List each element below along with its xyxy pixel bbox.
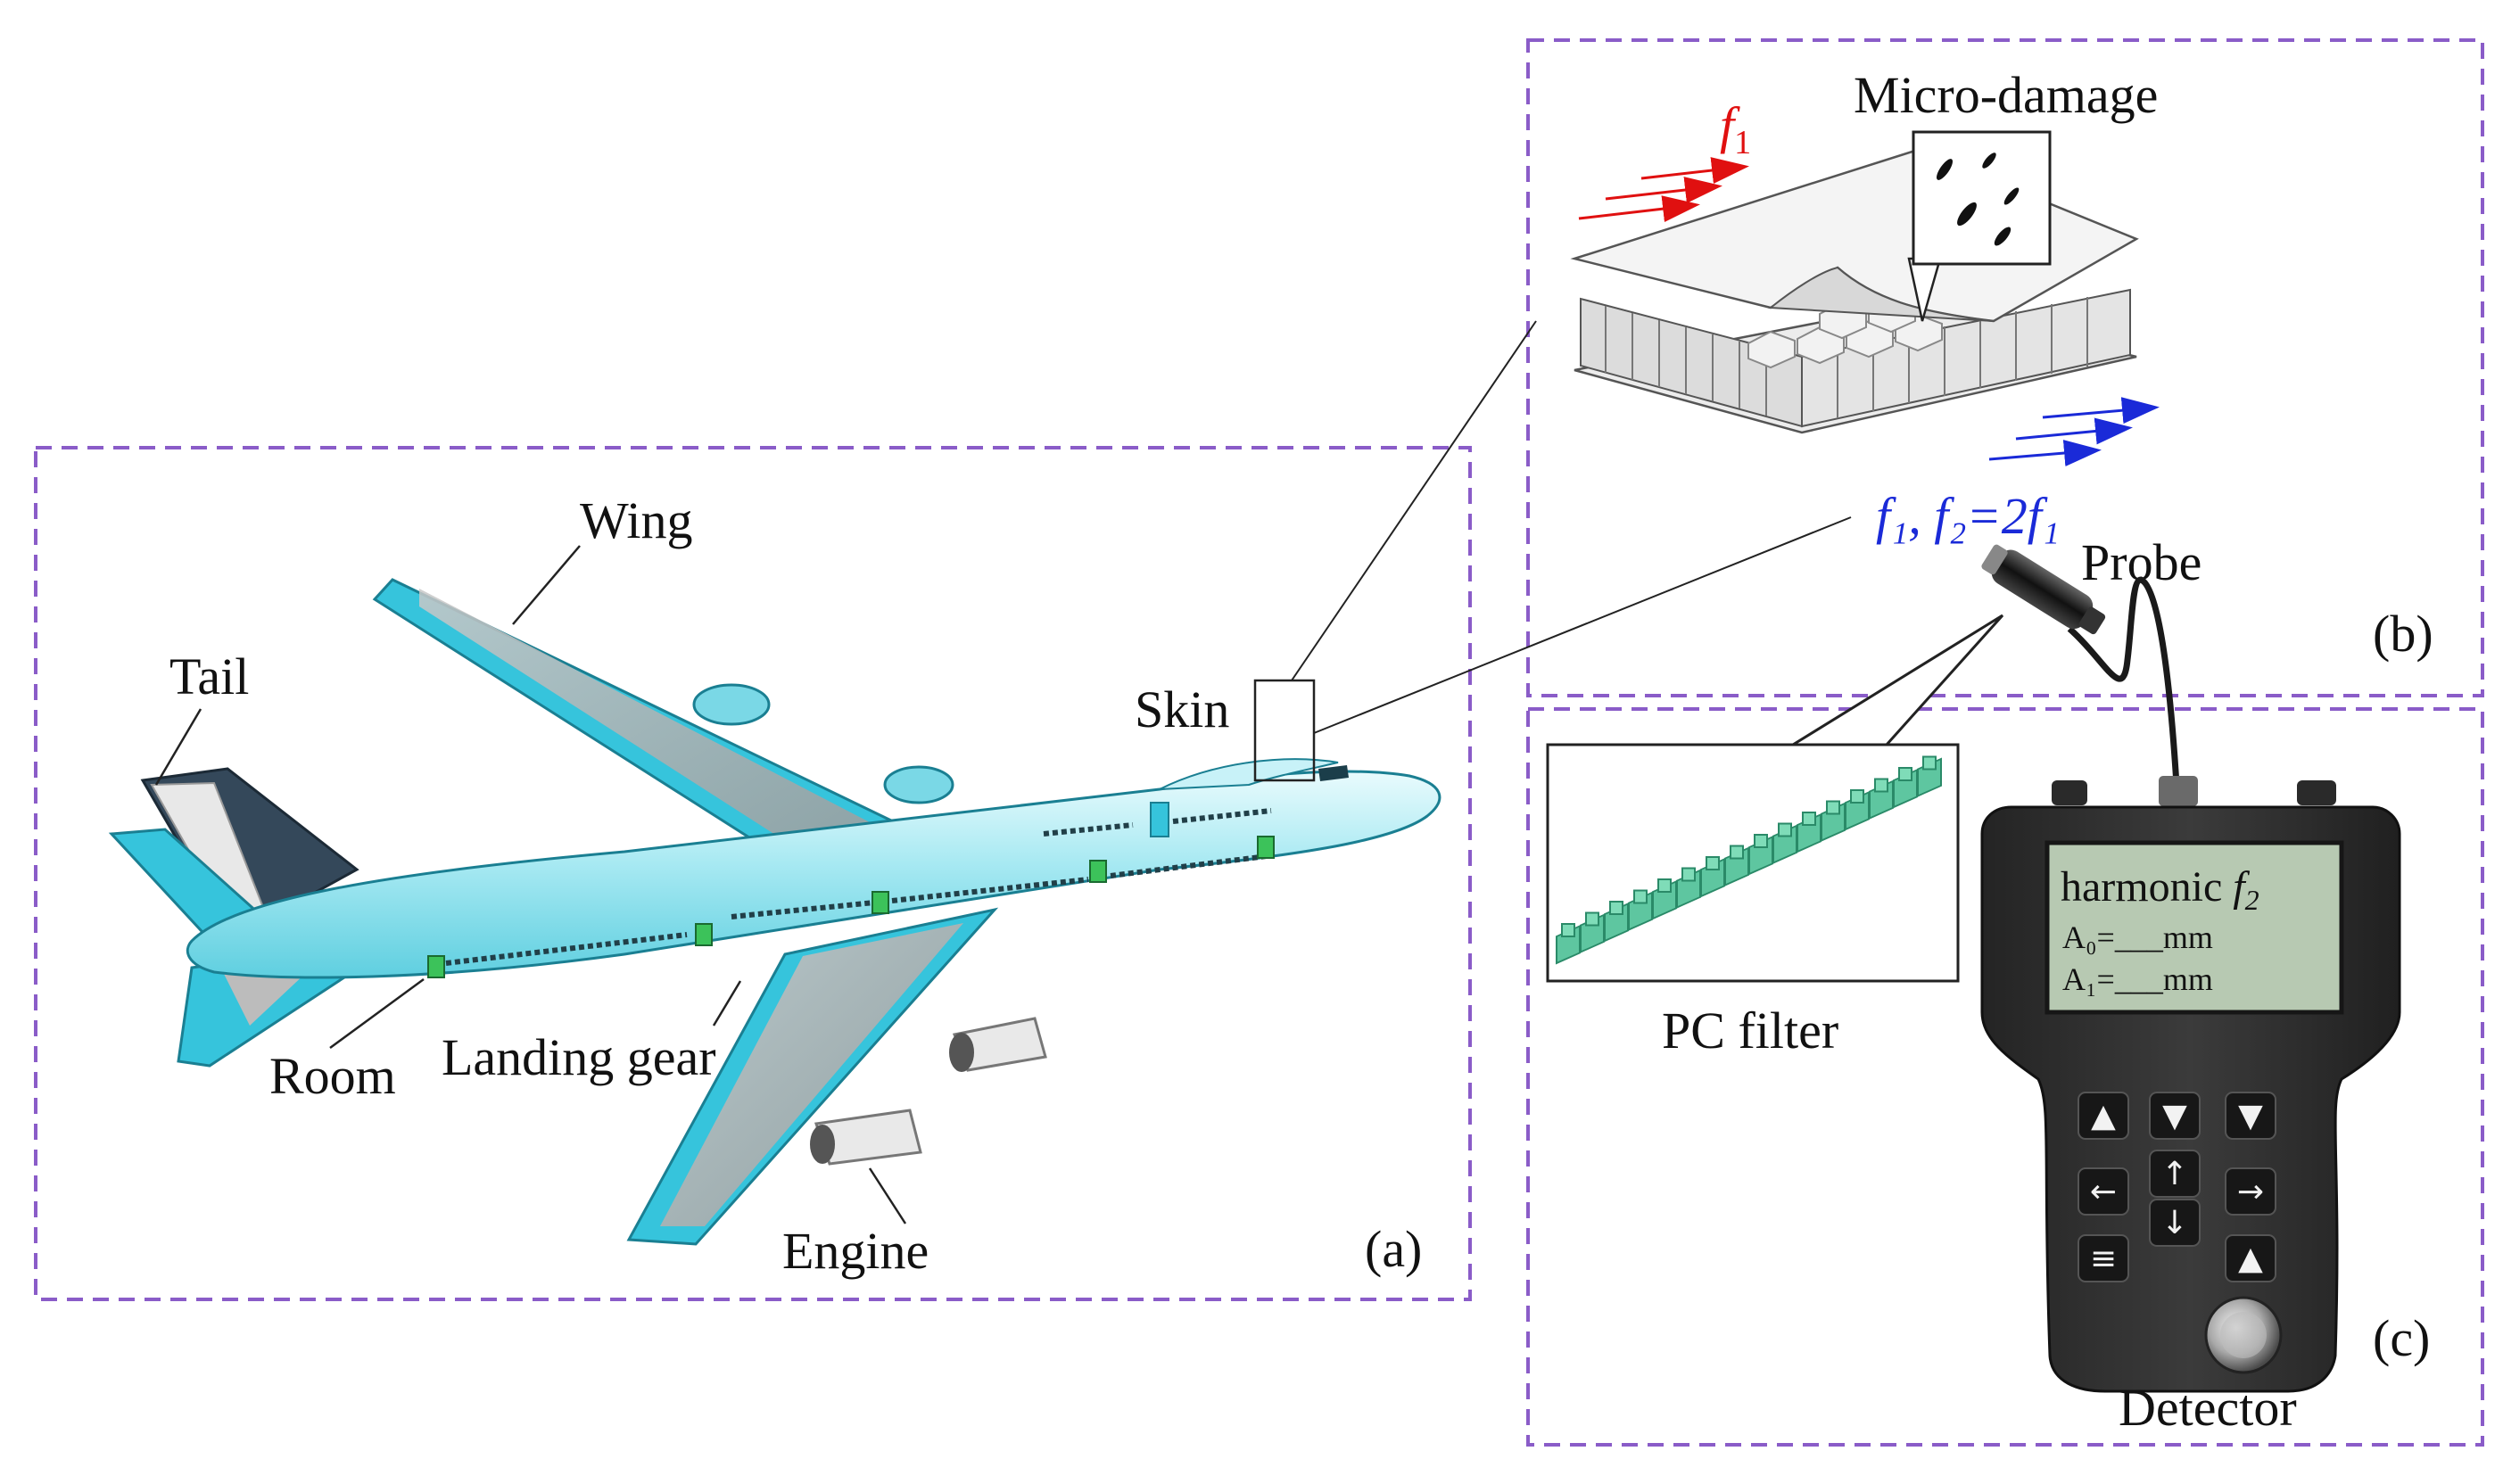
- skin-selection-box: [1253, 679, 1316, 782]
- landing-gear-label: Landing gear: [442, 1028, 716, 1086]
- cabin-windows: [445, 808, 1272, 966]
- upper-engine-1: [692, 683, 771, 726]
- filter-cell: [1821, 800, 1846, 842]
- filter-callout-pointer: [1788, 614, 2004, 746]
- room-label: Room: [269, 1047, 396, 1105]
- upper-engine-2: [883, 765, 954, 804]
- ultrasonic-probe: [1981, 544, 2180, 786]
- key-down-1: ▼: [2149, 1092, 2201, 1140]
- screen-line-2: A₀=___mm: [2062, 919, 2213, 955]
- filter-cell: [1700, 856, 1725, 898]
- wing-leader: [512, 545, 581, 625]
- engine-label: Engine: [782, 1222, 929, 1280]
- key-up: ▲: [2078, 1092, 2129, 1140]
- filter-cell: [1652, 878, 1677, 920]
- key-down-2: ▼: [2225, 1092, 2276, 1140]
- detector-keypad: ▲ ▼ ▼ ← ↑ ↓ → ≡ ▲: [2078, 1092, 2276, 1282]
- svg-text:▲: ▲: [2238, 1241, 2263, 1277]
- ultrasonic-detector: ▲ ▼ ▼ ← ↑ ↓ → ≡ ▲: [1980, 776, 2401, 1393]
- filter-cell: [1893, 767, 1918, 809]
- cabin-doors: [427, 836, 1275, 978]
- svg-text:→: →: [2237, 1174, 2264, 1210]
- detector-label: Detector: [2119, 1379, 2297, 1437]
- svg-text:▼: ▼: [2162, 1098, 2187, 1134]
- key-dec: ↓: [2149, 1199, 2201, 1247]
- zoom-line-upper: [1291, 320, 1537, 681]
- panel-c-tag: (c): [2373, 1309, 2430, 1367]
- tail-leader: [154, 708, 202, 786]
- panel-c-frame: [1526, 707, 2484, 1447]
- filter-cell: [1676, 867, 1701, 909]
- tail-label: Tail: [169, 647, 249, 705]
- lower-engine-1: [949, 1017, 1047, 1072]
- svg-text:↑: ↑: [2161, 1156, 2188, 1192]
- micro-damage-label: Micro-damage: [1854, 66, 2158, 124]
- key-inc: ↑: [2149, 1150, 2201, 1198]
- svg-text:▼: ▼: [2238, 1098, 2263, 1134]
- output-frequency-label: f₁, f₂=2f₁: [1876, 487, 2060, 545]
- panel-a-tag: (a): [1365, 1220, 1422, 1278]
- zoom-line-lower: [1313, 516, 1852, 734]
- input-frequency-label: f1: [1720, 96, 1751, 161]
- micro-damage-inset: [1912, 130, 2052, 266]
- skin-label: Skin: [1135, 680, 1229, 738]
- panel-a-frame: [34, 446, 1472, 1301]
- pc-filter-label: PC filter: [1662, 1002, 1838, 1059]
- room-leader: [329, 977, 425, 1050]
- filter-cell: [1748, 834, 1773, 876]
- filter-cell: [1628, 889, 1653, 931]
- svg-text:≡: ≡: [2090, 1241, 2117, 1277]
- detector-screen: [2045, 840, 2344, 1015]
- panel-b-tag: (b): [2373, 605, 2433, 663]
- engine-leader: [868, 1167, 907, 1224]
- airplane-illustration: [108, 578, 1441, 1246]
- filter-cell: [1845, 789, 1870, 831]
- input-wave-arrows: [1578, 157, 1749, 223]
- filter-cell: [1724, 845, 1749, 886]
- key-left: ←: [2078, 1167, 2129, 1216]
- key-home: ▲: [2225, 1234, 2276, 1282]
- landing-gear-leader: [712, 980, 742, 1026]
- svg-text:▲: ▲: [2091, 1098, 2116, 1134]
- screen-line-3: A₁=___mm: [2062, 961, 2213, 997]
- key-menu: ≡: [2078, 1234, 2129, 1282]
- filter-cell: [1917, 755, 1942, 797]
- lower-engine-2: [810, 1109, 922, 1166]
- panel-b-frame: [1526, 38, 2484, 697]
- output-wave-arrows: [1988, 397, 2160, 466]
- wing-label: Wing: [580, 491, 693, 549]
- svg-text:←: ←: [2090, 1174, 2117, 1210]
- screen-line-1: harmonic f2: [2061, 863, 2259, 916]
- svg-text:↓: ↓: [2161, 1205, 2188, 1241]
- pc-filter-inset: [1546, 743, 1960, 983]
- key-right: →: [2225, 1167, 2276, 1216]
